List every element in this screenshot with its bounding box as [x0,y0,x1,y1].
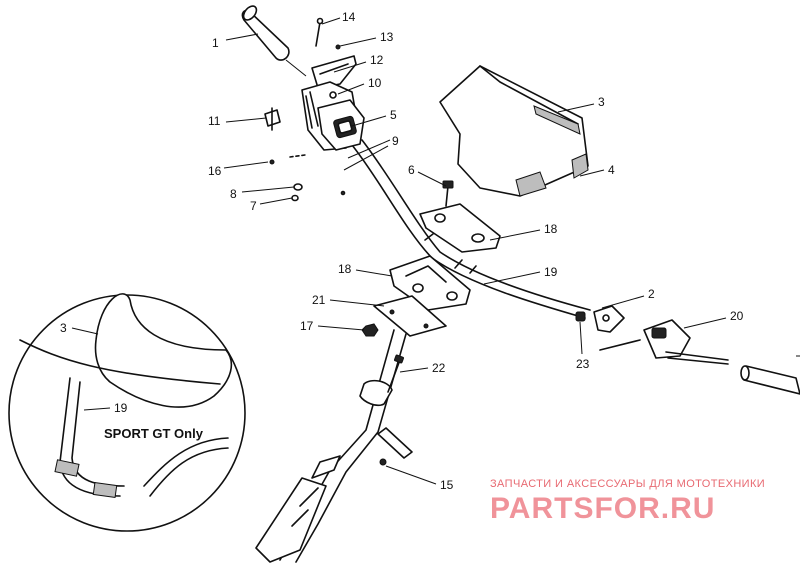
throttle-housing [301,81,365,151]
label-23: 23 [576,357,590,371]
label-18-lower: 18 [338,262,352,276]
left-grip [241,5,290,61]
steering-plate [373,295,447,337]
label-4: 4 [608,163,615,177]
label-11: 11 [208,114,221,128]
label-14: 14 [342,10,356,24]
brake-control [599,319,729,365]
label-10: 10 [368,76,382,90]
steering-column [255,329,407,563]
collar-23 [575,311,586,322]
watermark-tagline: ЗАПЧАСТИ И АКСЕССУАРЫ ДЛЯ МОТОТЕХНИКИ [490,478,765,490]
label-15: 15 [440,478,454,492]
inset-detail: SPORT GT Only [8,293,246,532]
sport-gt-callout: SPORT GT Only [104,426,204,441]
spacer-15 [377,427,413,466]
label-2: 2 [648,287,655,301]
label-17: 17 [300,319,314,333]
label-12: 12 [370,53,384,67]
label-3: 3 [598,95,605,109]
label-21: 21 [312,293,326,307]
label-22: 22 [432,361,446,375]
nut-17 [361,323,379,337]
label-7: 7 [250,199,257,213]
label-1: 1 [212,36,219,50]
label-18-upper: 18 [544,222,558,236]
label-13: 13 [380,30,394,44]
label-9: 9 [392,134,399,148]
right-grip [740,365,800,395]
pin-22 [387,354,405,393]
label-20: 20 [730,309,744,323]
watermark: ЗАПЧАСТИ И АКСЕССУАРЫ ДЛЯ МОТОТЕХНИКИ PA… [490,478,765,525]
clamp-upper [419,203,501,253]
leader-lines [71,17,800,485]
small-hardware [264,17,346,202]
label-8: 8 [230,187,237,201]
label-19: 19 [544,265,558,279]
watermark-brand: PARTSFOR.RU [490,492,715,525]
label-6: 6 [408,163,415,177]
headlight-pod [439,65,589,197]
label-19-inset: 19 [114,401,128,415]
bracket-2 [593,305,625,333]
label-3-inset: 3 [60,321,67,335]
label-5: 5 [390,108,397,122]
label-16: 16 [208,164,222,178]
part-number-labels: 1 14 13 12 10 11 5 9 16 8 7 6 3 4 18 18 … [60,10,744,492]
